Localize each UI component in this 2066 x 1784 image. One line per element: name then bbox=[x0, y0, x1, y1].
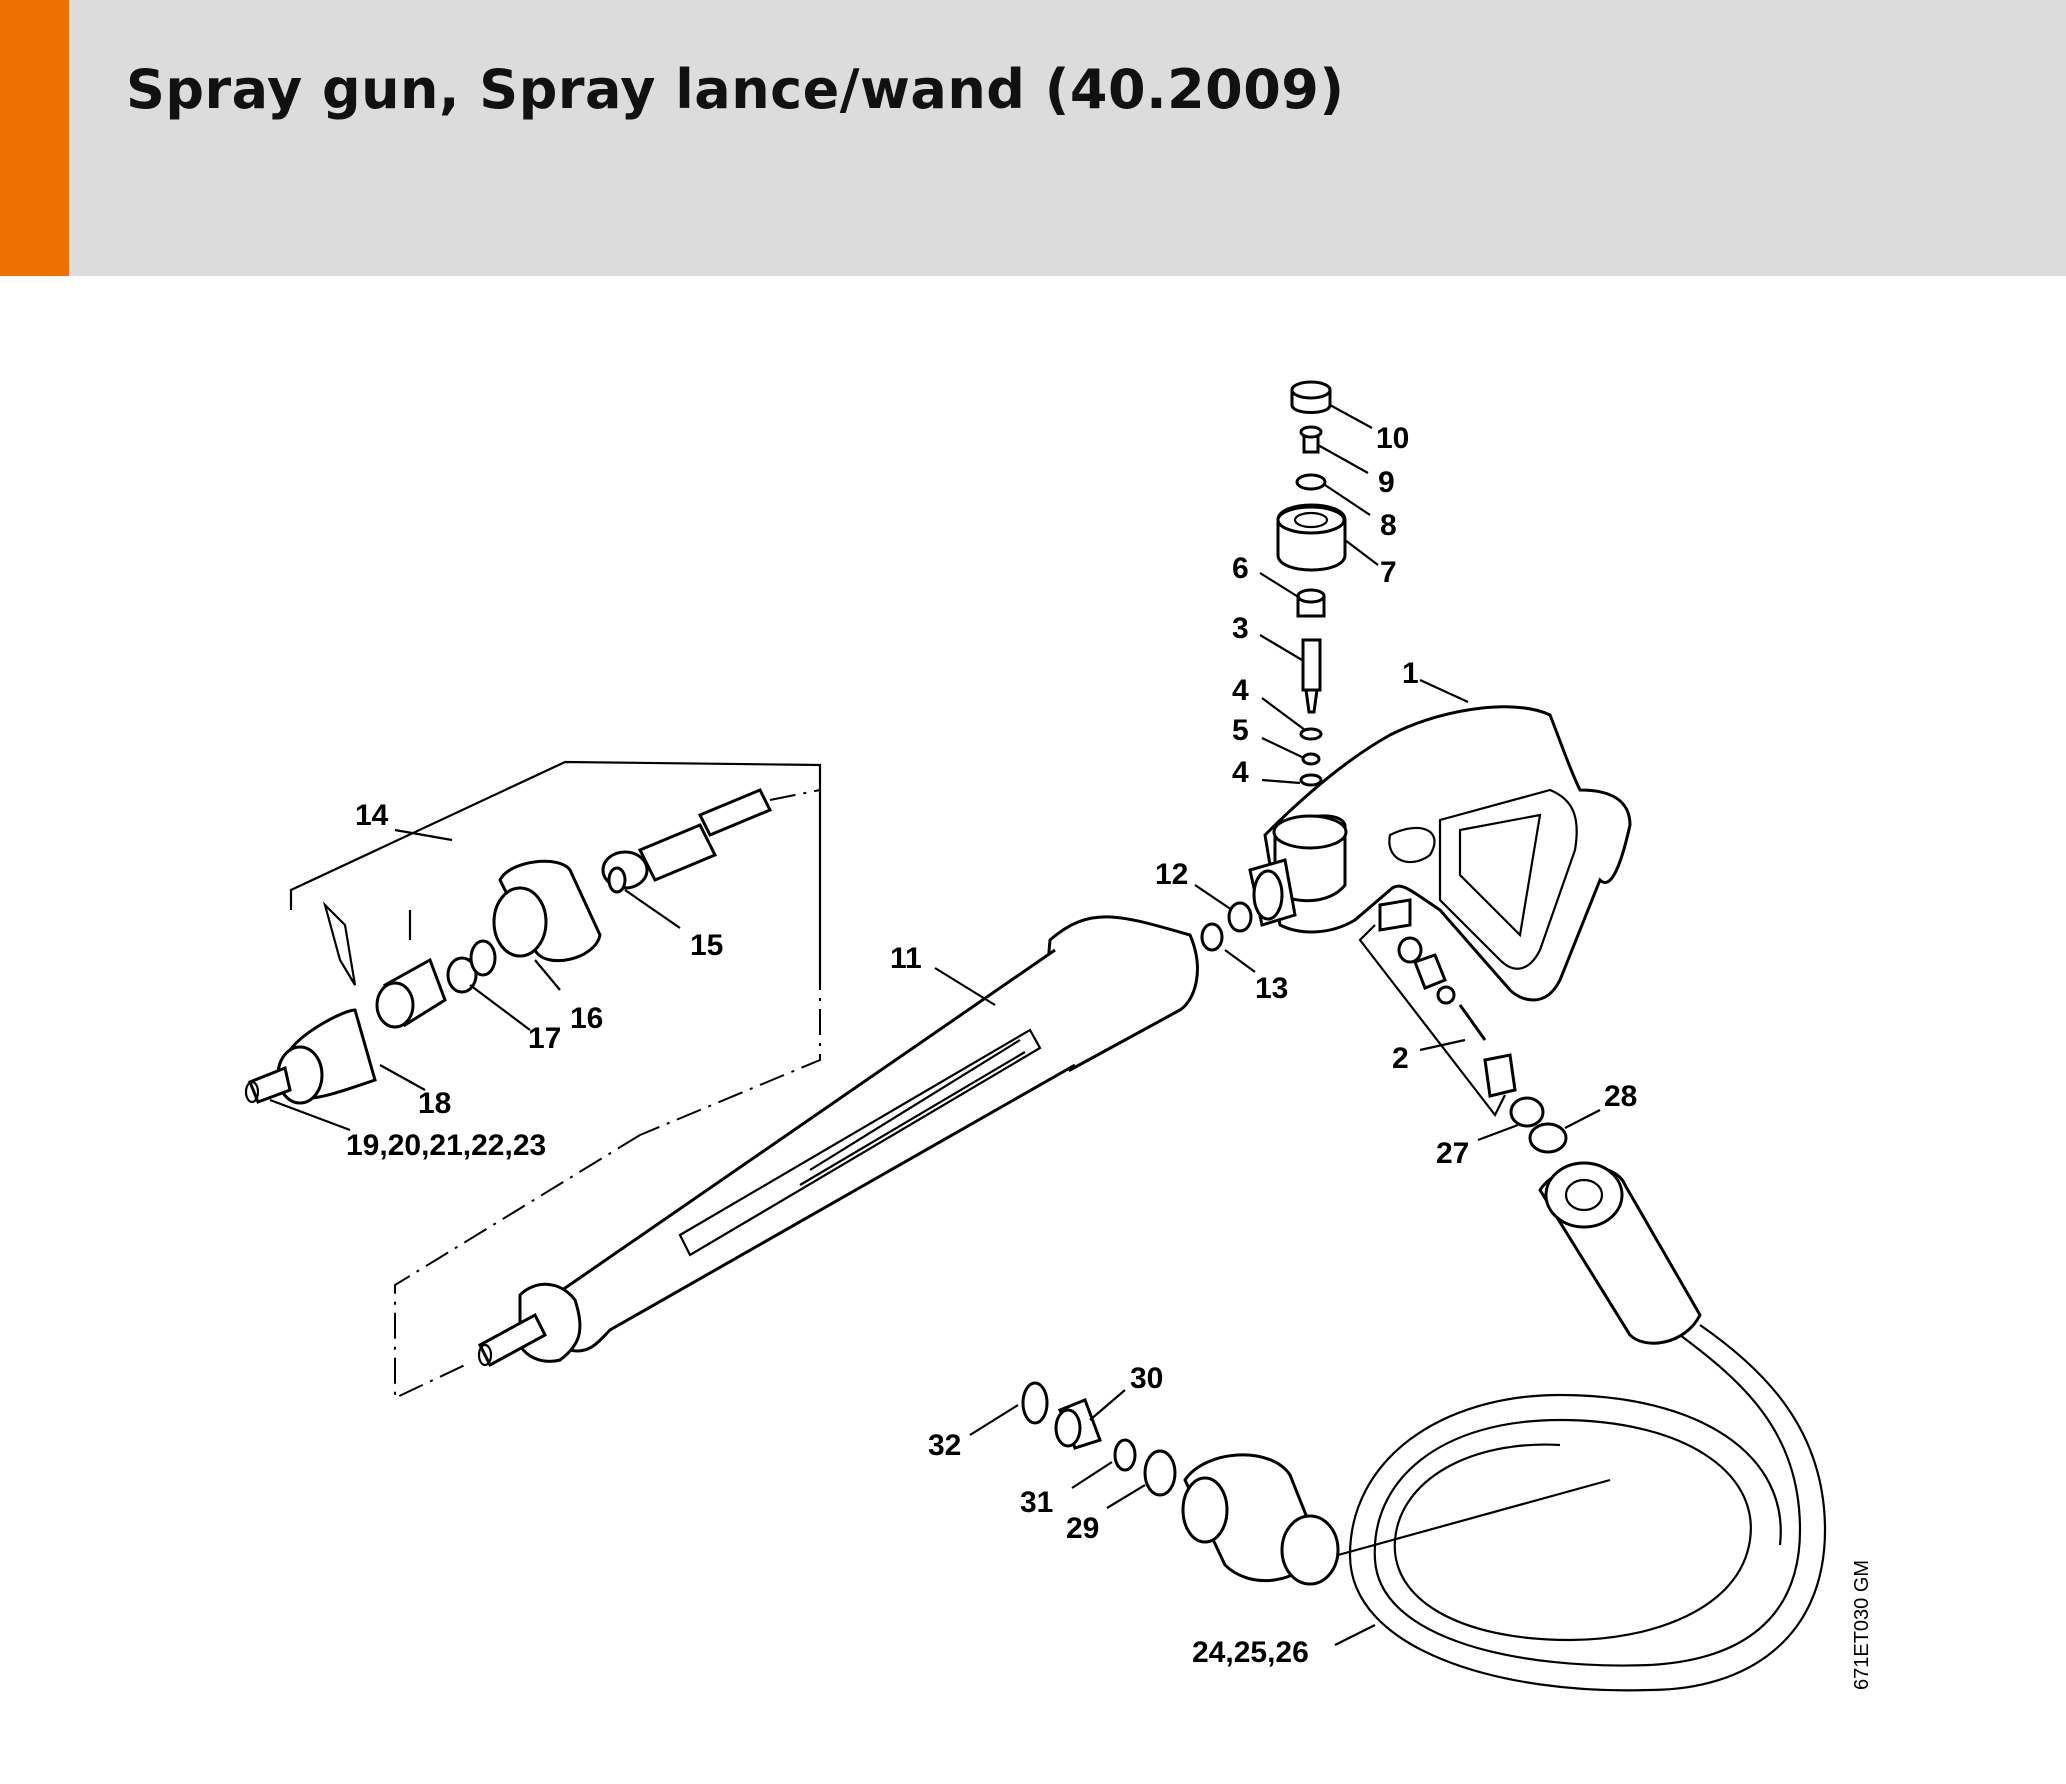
leader-lines bbox=[269, 404, 1601, 1646]
part-19-nozzle bbox=[248, 1065, 292, 1104]
callout-31: 31 bbox=[1020, 1486, 1053, 1519]
callout-11: 11 bbox=[890, 942, 922, 975]
callout-1: 1 bbox=[1402, 657, 1419, 690]
part-2-valve-assembly bbox=[1358, 924, 1517, 1118]
part-15-oring bbox=[607, 866, 627, 894]
callout-3: 3 bbox=[1232, 612, 1249, 645]
brand-accent-bar bbox=[0, 0, 69, 276]
callout-19-23: 19,20,21,22,23 bbox=[346, 1129, 546, 1162]
part-28-ring bbox=[1528, 1122, 1568, 1154]
callout-4b: 4 bbox=[1232, 756, 1249, 789]
part-32-oring bbox=[1021, 1381, 1049, 1425]
part-27-oring bbox=[1509, 1096, 1545, 1128]
callout-2: 2 bbox=[1392, 1042, 1409, 1075]
callout-8: 8 bbox=[1380, 509, 1397, 542]
callout-15: 15 bbox=[690, 929, 723, 962]
part-17-oring-b bbox=[469, 939, 497, 977]
callout-16: 16 bbox=[570, 1002, 603, 1035]
callout-14: 14 bbox=[355, 799, 389, 832]
callout-4a: 4 bbox=[1232, 674, 1249, 707]
spray-gun-handle bbox=[1248, 705, 1632, 1002]
spray-lance bbox=[477, 915, 1199, 1368]
callout-17: 17 bbox=[528, 1022, 561, 1055]
callout-28: 28 bbox=[1604, 1080, 1637, 1113]
callout-27: 27 bbox=[1436, 1137, 1469, 1170]
callout-9: 9 bbox=[1378, 466, 1395, 499]
part-13-ring bbox=[1200, 922, 1224, 952]
callout-32: 32 bbox=[928, 1429, 961, 1462]
part-16-nozzle-nut bbox=[498, 859, 602, 963]
part-12-oring bbox=[1227, 901, 1253, 933]
high-pressure-hose bbox=[1181, 1096, 1827, 1692]
trigger-valve-parts bbox=[1276, 380, 1347, 787]
part-31-oring bbox=[1113, 1438, 1137, 1472]
callout-13: 13 bbox=[1255, 972, 1288, 1005]
callout-18: 18 bbox=[418, 1087, 451, 1120]
callout-10: 10 bbox=[1376, 422, 1409, 455]
part-14-fitting bbox=[637, 823, 718, 882]
part-5-ring bbox=[1301, 752, 1321, 766]
callout-29: 29 bbox=[1066, 1512, 1099, 1545]
nozzle-assembly bbox=[244, 760, 822, 1400]
callout-6: 6 bbox=[1232, 552, 1249, 585]
header-bar bbox=[0, 0, 2066, 276]
callout-24-26: 24,25,26 bbox=[1192, 1636, 1309, 1669]
callout-30: 30 bbox=[1130, 1362, 1163, 1395]
callout-7: 7 bbox=[1380, 556, 1397, 589]
callout-5: 5 bbox=[1232, 714, 1249, 747]
drawing-code: 671ET030 GM bbox=[1851, 1560, 1873, 1690]
part-3-valve-pin bbox=[1301, 638, 1322, 692]
part-17-oring-a bbox=[446, 956, 478, 994]
part-4-oring-a bbox=[1299, 727, 1323, 741]
page-title: Spray gun, Spray lance/wand (40.2009) bbox=[126, 58, 1345, 121]
part-4-oring-b bbox=[1299, 773, 1323, 787]
callout-labels: 10 9 8 7 6 3 4 5 4 1 12 13 11 14 15 16 1… bbox=[346, 422, 1873, 1690]
part-8-washer bbox=[1295, 473, 1327, 491]
part-29-oring bbox=[1143, 1449, 1177, 1497]
callout-12: 12 bbox=[1155, 858, 1188, 891]
